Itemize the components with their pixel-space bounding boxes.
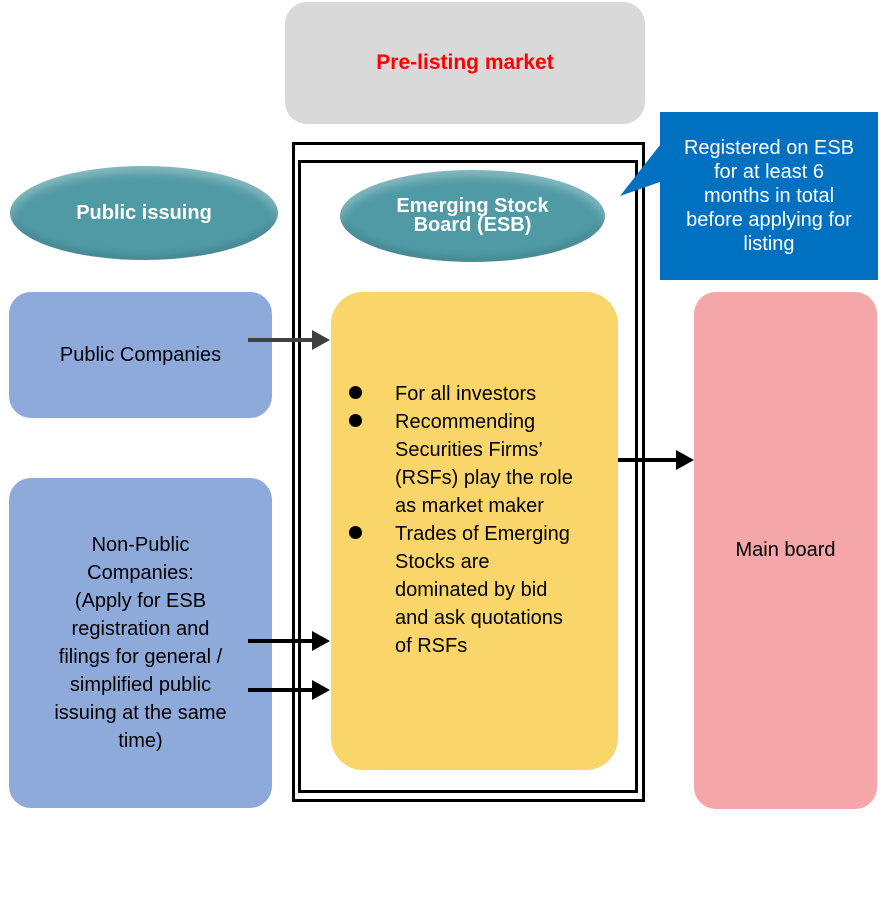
esb-features-list: For all investors Recommending Securitie…: [349, 380, 608, 660]
bullet-icon: [349, 386, 362, 399]
pre-listing-market-box: Pre-listing market: [285, 2, 645, 124]
callout-line: listing: [743, 233, 795, 255]
feature-line: of RSFs: [395, 635, 468, 657]
callout-line: months in total: [703, 185, 835, 207]
public-issuing-label: Public issuing: [76, 201, 212, 224]
esb-label: Emerging Stock Board (ESB): [396, 195, 549, 236]
non-public-line: registration and: [71, 618, 210, 640]
public-companies-box: Public Companies: [9, 292, 272, 418]
bullet-icon: [349, 526, 362, 539]
non-public-line: (Apply for ESB: [74, 590, 207, 612]
feature-line: as market maker: [395, 495, 544, 517]
feature-item: Trades of Emerging Stocks are dominated …: [349, 520, 608, 660]
callout-line: Registered on ESB: [683, 137, 855, 159]
feature-line: Stocks are: [395, 551, 490, 573]
feature-line: and ask quotations: [395, 607, 563, 629]
esb-features-box: For all investors Recommending Securitie…: [331, 292, 618, 770]
feature-line: Securities Firms’: [395, 439, 543, 461]
feature-line: Trades of Emerging: [395, 523, 570, 545]
main-board-box: Main board: [694, 292, 877, 809]
non-public-companies-text: Non-Public Companies: (Apply for ESB reg…: [54, 531, 226, 755]
callout-text: Registered on ESB for at least 6 months …: [684, 136, 854, 256]
non-public-line: filings for general /: [58, 646, 223, 668]
callout-line: for at least 6: [713, 161, 825, 183]
feature-line: Recommending: [395, 411, 536, 433]
esb-label-line-1: Emerging Stock: [396, 195, 549, 217]
feature-line: (RSFs) play the role: [395, 467, 573, 489]
main-board-label: Main board: [735, 539, 836, 561]
feature-line: For all investors: [395, 383, 537, 405]
feature-line: dominated by bid: [395, 579, 548, 601]
non-public-line: time): [118, 730, 163, 752]
pre-listing-market-label: Pre-listing market: [376, 51, 554, 74]
callout-line: before applying for: [686, 209, 852, 231]
esb-requirement-callout: Registered on ESB for at least 6 months …: [660, 112, 878, 280]
esb-ellipse: Emerging Stock Board (ESB): [340, 170, 605, 262]
non-public-line: Non-Public: [91, 534, 190, 556]
public-issuing-ellipse: Public issuing: [10, 166, 278, 260]
non-public-companies-box: Non-Public Companies: (Apply for ESB reg…: [9, 478, 272, 808]
esb-label-line-2: Board (ESB): [413, 214, 532, 236]
bullet-icon: [349, 414, 362, 427]
non-public-line: issuing at the same: [54, 702, 227, 724]
non-public-line: simplified public: [69, 674, 212, 696]
feature-item: Recommending Securities Firms’ (RSFs) pl…: [349, 408, 608, 520]
esb-frame-outer: [292, 142, 645, 802]
public-companies-label: Public Companies: [59, 343, 222, 366]
non-public-line: Companies:: [87, 562, 194, 584]
esb-frame-inner: [298, 160, 638, 793]
feature-item: For all investors: [349, 380, 608, 408]
